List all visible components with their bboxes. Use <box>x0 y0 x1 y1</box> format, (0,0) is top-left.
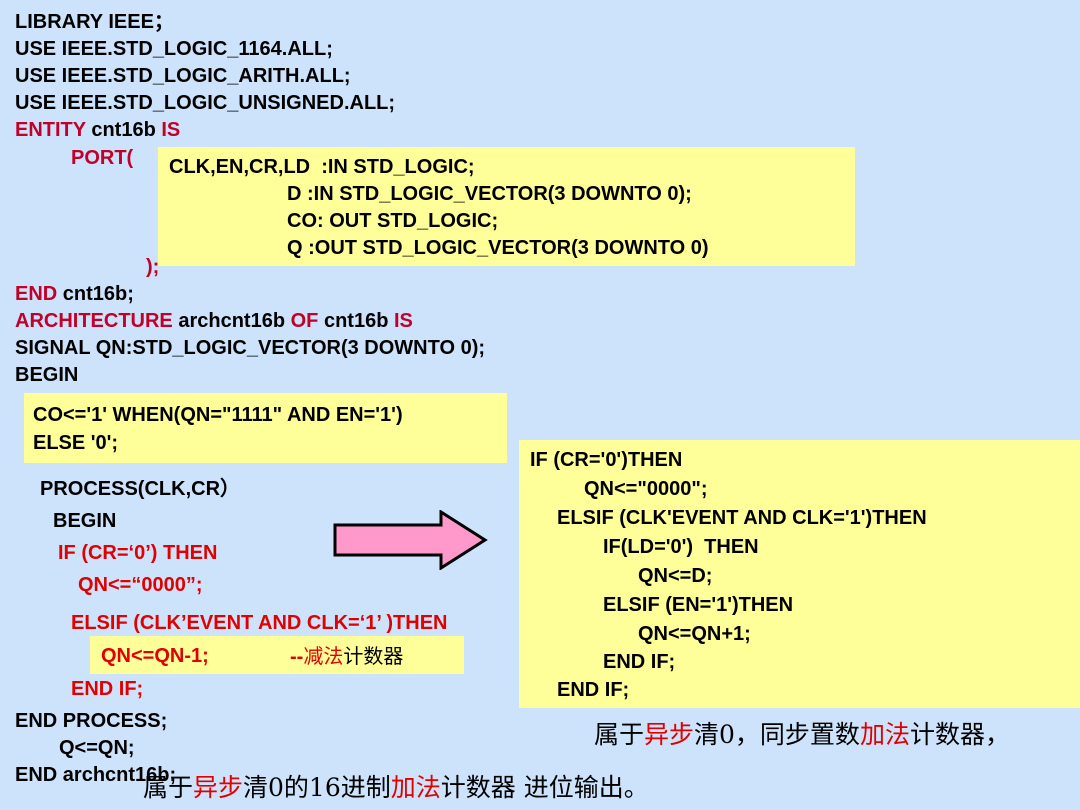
right-line-4: IF(LD='0') THEN <box>603 536 759 558</box>
note2-async: 异步 <box>193 773 244 802</box>
architecture-entity: cnt16b <box>318 310 394 332</box>
code-begin: BEGIN <box>15 364 79 386</box>
note1-part-c: 清0，同步置数 <box>694 720 860 749</box>
decrement-comment: --减法计数器 <box>290 644 403 669</box>
entity-name: cnt16b <box>85 119 162 141</box>
increment-logic-box <box>519 440 1080 708</box>
code-entity: ENTITY cnt16b IS <box>15 118 180 142</box>
comment-subtract: 减法 <box>303 644 344 668</box>
is-keyword: IS <box>161 119 181 141</box>
note2-add: 加法 <box>390 773 441 802</box>
port-declaration-box <box>158 147 855 266</box>
note1-add: 加法 <box>859 720 910 749</box>
process-begin: BEGIN <box>53 510 117 532</box>
code-library: LIBRARY IEEE； <box>15 11 174 33</box>
code-architecture: ARCHITECTURE archcnt16b OF cnt16b IS <box>15 309 413 333</box>
port-line-3: CO: OUT STD_LOGIC; <box>287 210 499 232</box>
note2-part-a: 属于 <box>143 773 194 802</box>
code-use-unsigned: USE IEEE.STD_LOGIC_UNSIGNED.ALL; <box>15 92 396 114</box>
architecture-name: archcnt16b <box>172 310 291 332</box>
right-line-3: ELSIF (CLK'EVENT AND CLK='1')THEN <box>557 507 927 529</box>
co-assignment-box <box>24 393 507 463</box>
code-signal: SIGNAL QN:STD_LOGIC_VECTOR(3 DOWNTO 0); <box>15 337 486 359</box>
code-use-arith: USE IEEE.STD_LOGIC_ARITH.ALL; <box>15 65 351 87</box>
comment-dashes: -- <box>290 646 304 668</box>
q-assign: Q<=QN; <box>59 737 135 759</box>
right-line-5: QN<=D; <box>638 565 713 587</box>
co-line-1: CO<='1' WHEN(QN="1111" AND EN='1') <box>33 404 403 426</box>
right-line-9: END IF; <box>557 679 630 701</box>
end-process: END PROCESS; <box>15 710 168 732</box>
right-line-1: IF (CR='0')THEN <box>530 449 683 471</box>
end-architecture: END archcnt16b; <box>15 764 177 786</box>
note-sync-load-counter: 属于异步清0，同步置数加法计数器， <box>594 720 1010 750</box>
port-line-1: CLK,EN,CR,LD :IN STD_LOGIC; <box>169 156 475 178</box>
right-line-2: QN<="0000"; <box>584 478 708 500</box>
right-line-8: END IF; <box>603 651 676 673</box>
arch-is-keyword: IS <box>393 310 413 332</box>
process-qn-decrement: QN<=QN-1; <box>101 645 209 667</box>
right-line-6: ELSIF (EN='1')THEN <box>603 594 794 616</box>
note1-part-e: 计数器， <box>909 720 1010 749</box>
entity-keyword: ENTITY <box>15 119 86 141</box>
architecture-keyword: ARCHITECTURE <box>15 310 173 332</box>
note2-part-c: 清0的16进制 <box>243 773 391 802</box>
process-if: IF (CR=‘0’) THEN <box>58 542 218 564</box>
comment-counter: 计数器 <box>343 644 404 668</box>
decrement-highlight-box <box>90 636 464 674</box>
note1-async: 异步 <box>644 720 695 749</box>
note1-part-a: 属于 <box>594 720 645 749</box>
right-arrow-icon <box>333 510 488 570</box>
process-header: PROCESS(CLK,CR） <box>40 478 241 500</box>
code-port: PORT( <box>71 147 134 169</box>
end-keyword: END <box>15 283 58 305</box>
co-line-2: ELSE '0'; <box>33 432 119 454</box>
right-line-7: QN<=QN+1; <box>638 623 751 645</box>
end-entity-name: cnt16b; <box>57 283 134 305</box>
process-elsif: ELSIF (CLK’EVENT AND CLK=‘1’ )THEN <box>71 612 448 634</box>
process-qn-reset: QN<=“0000”; <box>78 574 203 596</box>
code-use-1164: USE IEEE.STD_LOGIC_1164.ALL; <box>15 38 333 60</box>
note2-part-e: 计数器 进位输出。 <box>440 773 649 802</box>
port-line-2: D :IN STD_LOGIC_VECTOR(3 DOWNTO 0); <box>287 183 692 205</box>
of-keyword: OF <box>290 310 319 332</box>
code-end-entity: END cnt16b; <box>15 282 134 306</box>
process-end-if: END IF; <box>71 678 144 700</box>
code-port-close: ); <box>146 256 160 278</box>
note-hex-counter: 属于异步清0的16进制加法计数器 进位输出。 <box>143 773 649 803</box>
port-line-4: Q :OUT STD_LOGIC_VECTOR(3 DOWNTO 0) <box>287 237 709 259</box>
